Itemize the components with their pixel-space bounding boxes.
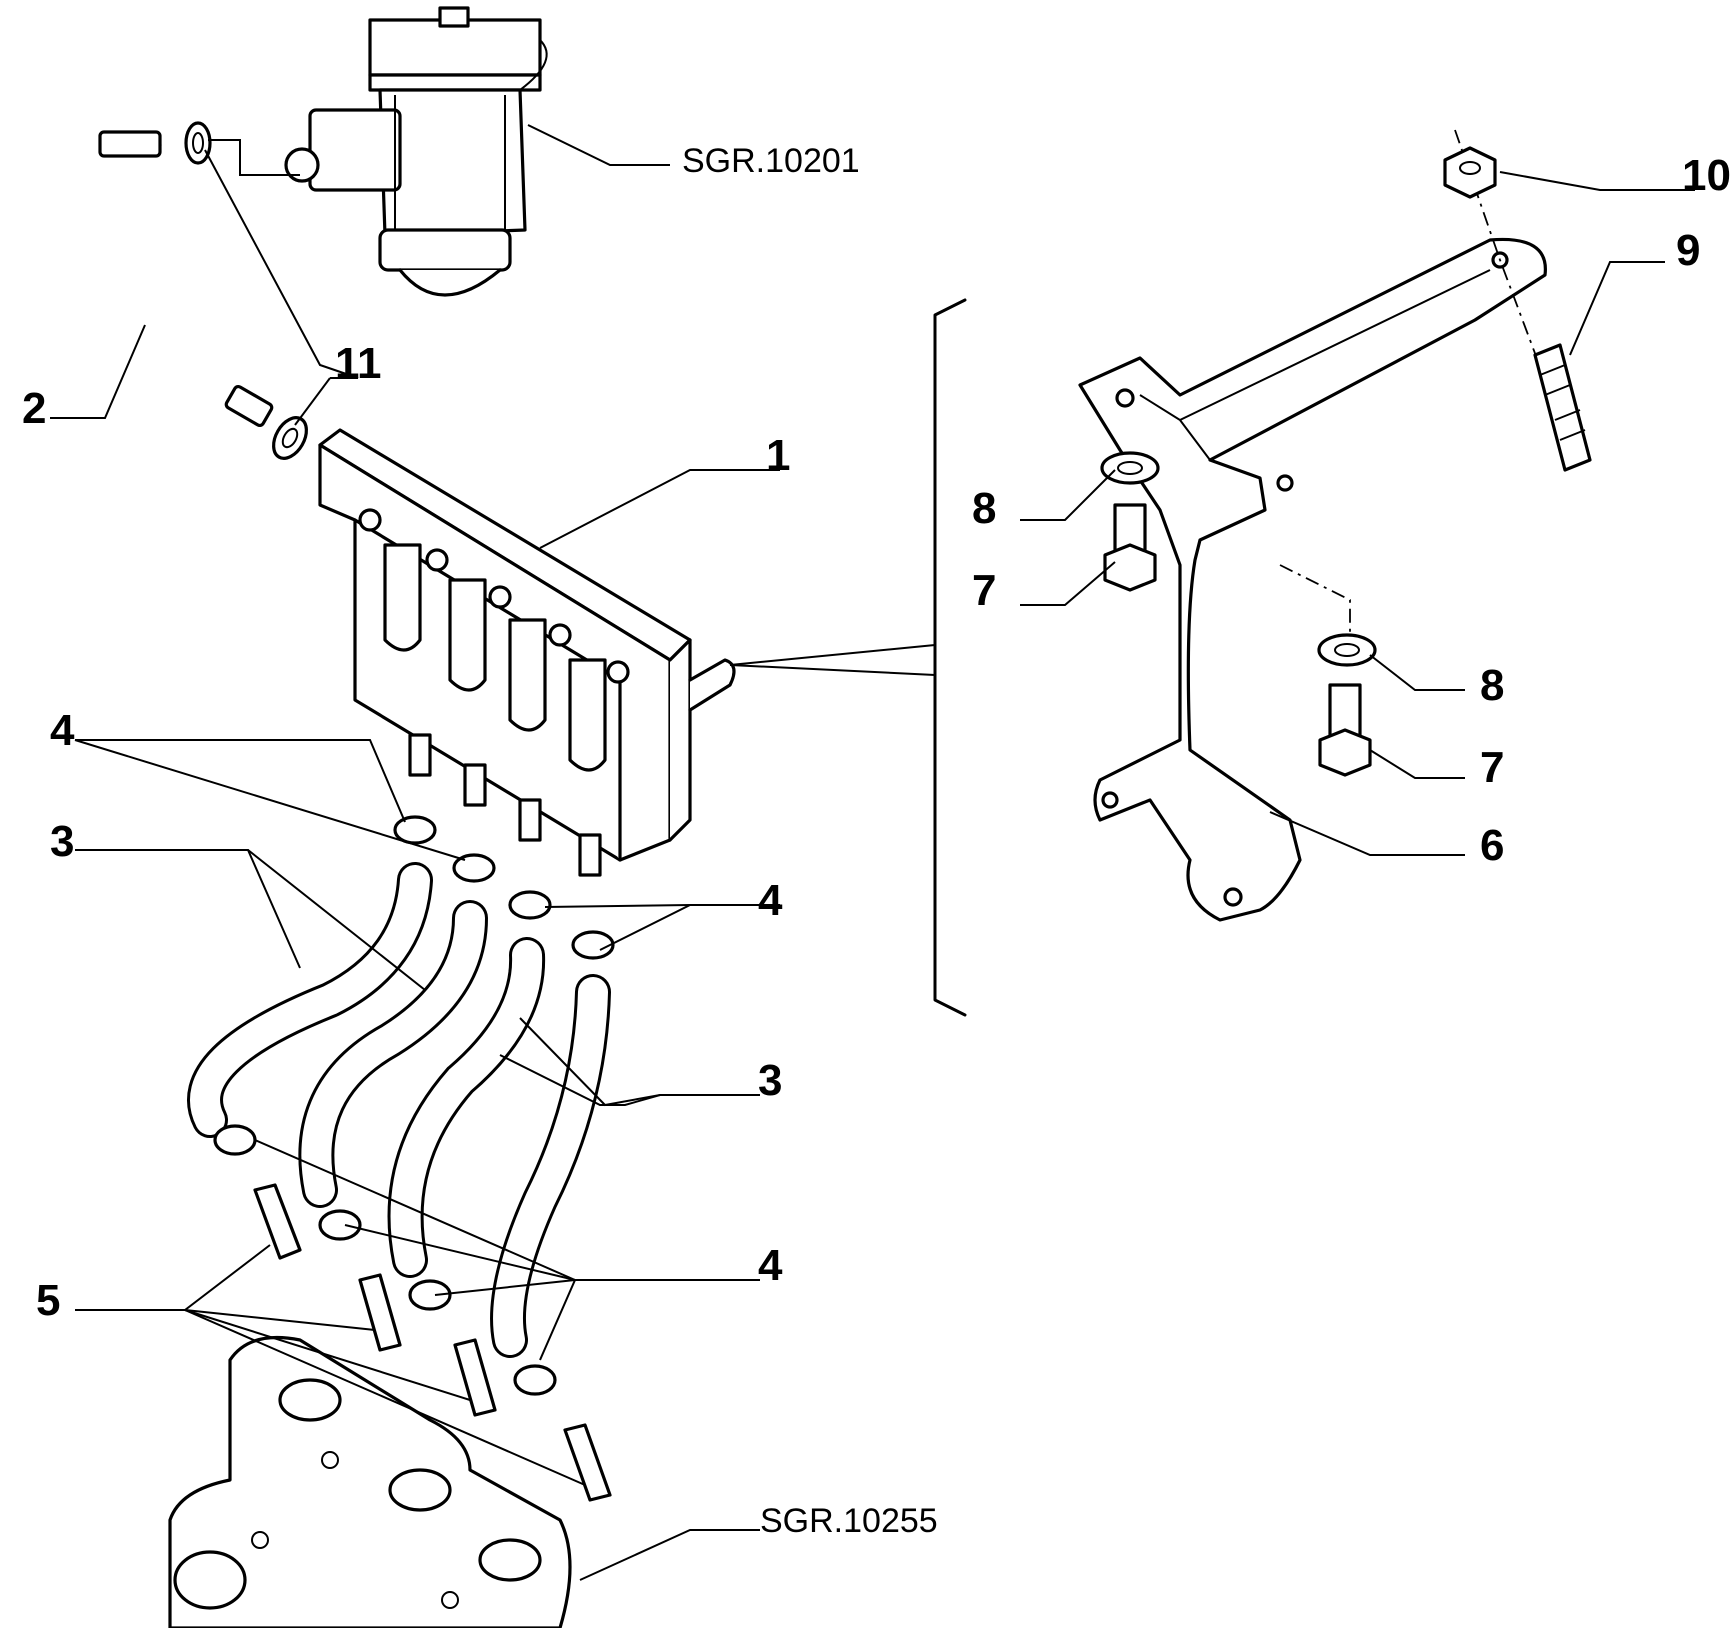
sealing-washer [184,121,308,460]
callout-4-lower: 4 [758,1241,783,1290]
bolt [1103,503,1372,777]
fuel-hose [15,130,274,428]
leader-lines [50,124,1695,1581]
callout-6: 6 [1480,821,1504,870]
callout-3-left: 3 [50,817,74,866]
hose-clamps-upper [393,815,615,960]
callout-1: 1 [766,431,790,480]
callout-10: 10 [1682,151,1731,200]
callout-8-upper: 8 [972,484,996,533]
callout-7-upper: 7 [972,566,996,615]
intake-manifold [168,1336,572,1628]
callout-8-lower: 8 [1480,661,1504,710]
callout-11: 11 [335,339,382,388]
callout-3-right: 3 [758,1056,782,1105]
callout-9: 9 [1676,226,1700,275]
mounting-bracket [1078,237,1547,922]
hose-clamps-lower [213,1124,557,1396]
reference-sgr-10201: SGR.10201 [682,142,860,180]
callout-4-upper-right: 4 [758,876,783,925]
washer [1100,451,1377,667]
group-bracket [933,298,967,1017]
callout-4-upper-left: 4 [50,706,75,755]
reference-sgr-10255: SGR.10255 [760,1502,938,1540]
injector-nozzles [253,1183,612,1502]
injector-rail [318,428,736,877]
injector-hoses [187,862,611,1358]
nut [1443,146,1497,199]
pressure-regulator-valve [284,6,548,297]
callout-2: 2 [22,384,46,433]
stud-bolt [1533,343,1592,472]
callout-5: 5 [36,1276,60,1325]
callout-7-lower: 7 [1480,743,1504,792]
